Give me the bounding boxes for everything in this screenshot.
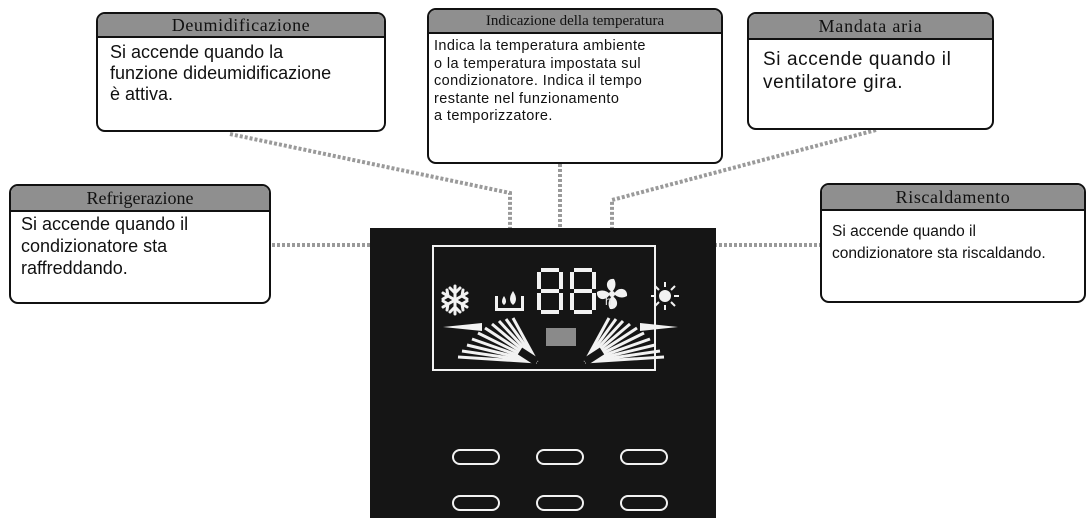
callout-title: Deumidificazione (98, 14, 384, 38)
callout-text: Indica la temperatura ambiente o la temp… (434, 38, 646, 124)
callout-title: Mandata aria (749, 14, 992, 40)
lcd-display-frame (432, 245, 656, 371)
right-wedge-bar (640, 323, 678, 331)
callout-title: Refrigerazione (11, 186, 269, 212)
callout-refrigerazione: Refrigerazione Si accende quando il cond… (9, 184, 271, 304)
seven-segment-digits (537, 268, 596, 314)
left-wedge-bar (443, 323, 482, 331)
callout-title: Indicazione della temperatura (429, 10, 721, 34)
panel-button-3[interactable] (620, 449, 668, 465)
callout-text: Si accende quando il condizionatore sta … (21, 214, 189, 278)
callout-mandata-aria: Mandata aria Si accende quando il ventil… (747, 12, 994, 130)
callout-temperatura: Indicazione della temperatura Indica la … (427, 8, 723, 164)
callout-riscaldamento: Riscaldamento Si accende quando il condi… (820, 183, 1086, 303)
center-indicator (546, 328, 576, 346)
snowflake-icon (441, 284, 469, 316)
dehumidify-drop-icon (495, 291, 524, 311)
fan-icon (596, 278, 628, 310)
panel-button-2[interactable] (536, 449, 584, 465)
hour-unit-label: h (605, 294, 612, 308)
control-panel (370, 228, 716, 518)
panel-button-1[interactable] (452, 449, 500, 465)
sun-heat-icon (651, 282, 679, 310)
panel-button-6[interactable] (620, 495, 668, 511)
panel-button-4[interactable] (452, 495, 500, 511)
callout-text: Si accende quando la funzione dideumidif… (110, 42, 332, 104)
callout-text: Si accende quando il condizionatore sta … (832, 223, 1046, 262)
callout-text: Si accende quando il ventilatore gira. (763, 49, 952, 93)
callout-title: Riscaldamento (822, 185, 1084, 211)
panel-button-5[interactable] (536, 495, 584, 511)
callout-deumidificazione: Deumidificazione Si accende quando la fu… (96, 12, 386, 132)
